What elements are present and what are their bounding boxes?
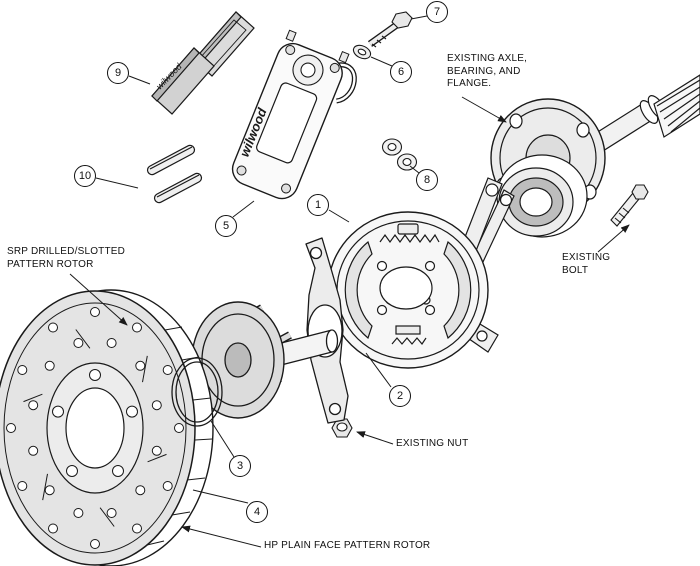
label-hp-rotor: HP PLAIN FACE PATTERN ROTOR: [264, 540, 431, 551]
existing-nut-part: [331, 418, 353, 438]
callout-9-number: 9: [114, 67, 122, 79]
existing-bolt-part: [610, 184, 649, 227]
rotor-drilled-slotted: [0, 289, 214, 566]
mounting-bolt-and-washer: [352, 11, 413, 60]
rotor-stud-holes: [52, 369, 138, 477]
rotor-slots: [23, 329, 167, 527]
label-existing-bolt: EXISTING BOLT: [562, 252, 611, 276]
callout-8: 8: [416, 169, 438, 191]
callout-10-number: 10: [78, 170, 92, 182]
callout-9: 9: [107, 62, 129, 84]
brake-pads: wilwood: [151, 11, 255, 115]
callout-6: 6: [390, 61, 412, 83]
pad-retainer-clips: [146, 144, 203, 204]
label-srp-rotor: SRP DRILLED/SLOTTED PATTERN ROTOR: [7, 246, 126, 270]
callout-2-number: 2: [396, 390, 404, 402]
callout-1: 1: [307, 194, 329, 216]
callout-2: 2: [389, 385, 411, 407]
o-ring: [171, 357, 223, 427]
callout-3-number: 3: [236, 460, 244, 472]
callout-10: 10: [74, 165, 96, 187]
callout-4-number: 4: [253, 506, 261, 518]
axle-washers: [381, 138, 418, 171]
hub: [191, 301, 339, 419]
axle-assembly: [490, 74, 700, 238]
callout-5: 5: [215, 215, 237, 237]
rotor-drill-holes: [6, 307, 184, 549]
callout-8-number: 8: [423, 174, 431, 186]
leader-lines: [69, 15, 630, 548]
callout-7-number: 7: [433, 6, 441, 18]
callout-1-number: 1: [314, 199, 322, 211]
backing-plate-assembly: [327, 177, 515, 369]
caliper: wilwood: [231, 29, 357, 200]
callout-3: 3: [229, 455, 251, 477]
callout-5-number: 5: [222, 220, 230, 232]
callout-4: 4: [246, 501, 268, 523]
label-existing-nut: EXISTING NUT: [396, 438, 469, 449]
callout-6-number: 6: [397, 66, 405, 78]
callout-7: 7: [426, 1, 448, 23]
label-existing-axle: EXISTING AXLE, BEARING, AND FLANGE.: [447, 53, 528, 89]
